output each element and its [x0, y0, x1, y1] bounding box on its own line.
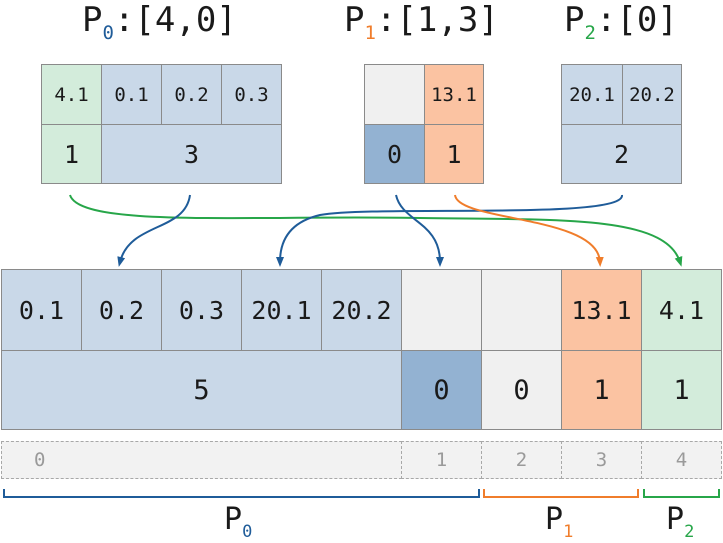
title-p1-list: :[1,3] [375, 0, 499, 40]
p1-value-cell [364, 64, 425, 125]
merged-count-cell: 1 [641, 350, 722, 430]
p0-count-cell: 3 [101, 124, 282, 184]
title-p2: P2:[0] [564, 0, 678, 53]
p0-value-cell: 4.1 [41, 64, 102, 125]
p1-count-cell: 1 [424, 124, 484, 184]
merged-count-cell: 0 [401, 350, 482, 430]
p2-count-cell: 2 [561, 124, 682, 184]
arrow-p2-green [69, 194, 683, 267]
index-cell: 4 [641, 441, 722, 479]
p2-value-cell: 20.2 [622, 64, 682, 125]
bottom-label-p1: P1 [545, 502, 573, 542]
merged-value-cell: 0.2 [81, 269, 162, 351]
bracket-p0 [3, 489, 480, 498]
bottom-label-p2-letter: P [666, 502, 685, 537]
arrow-p0-blue [117, 194, 191, 267]
merged-value-cell: 0.1 [1, 269, 82, 351]
title-p2-list: :[0] [595, 0, 678, 40]
title-p0-list: :[4,0] [113, 0, 237, 40]
title-p1-sub: 1 [364, 22, 376, 44]
merged-value-cell: 20.1 [241, 269, 322, 351]
title-p0-sub: 0 [102, 22, 114, 44]
merged-count-cell: 0 [481, 350, 562, 430]
index-cell: 2 [481, 441, 562, 479]
arrow-p1-orange [454, 194, 604, 267]
index-cell: 0 [1, 441, 402, 479]
merged-value-cell [401, 269, 482, 351]
p0-value-cell: 0.3 [221, 64, 282, 125]
p0-count-cell: 1 [41, 124, 102, 184]
bottom-label-p2-sub: 2 [684, 522, 695, 542]
bottom-label-p0: P0 [224, 502, 252, 542]
bottom-label-p1-letter: P [545, 502, 564, 537]
index-cell: 3 [561, 441, 642, 479]
title-p2-sub: 2 [584, 22, 596, 44]
merged-count-cell: 5 [1, 350, 402, 430]
bottom-label-p0-sub: 0 [242, 522, 253, 542]
p1-value-cell: 13.1 [424, 64, 484, 125]
bottom-label-p2: P2 [666, 502, 694, 542]
bottom-label-p1-sub: 1 [563, 522, 574, 542]
title-p2-letter: P [564, 0, 585, 40]
bottom-label-p0-letter: P [224, 502, 243, 537]
merged-value-cell: 4.1 [641, 269, 722, 351]
merged-value-cell: 13.1 [561, 269, 642, 351]
title-p0: P0:[4,0] [82, 0, 237, 53]
title-p0-letter: P [82, 0, 103, 40]
merged-value-cell: 0.3 [161, 269, 242, 351]
title-p1-letter: P [344, 0, 365, 40]
bracket-p1 [483, 489, 639, 498]
arrow-p1-blue [395, 194, 444, 267]
arrow-p2-blue [276, 194, 624, 267]
title-p1: P1:[1,3] [344, 0, 499, 53]
index-cell: 1 [401, 441, 482, 479]
bracket-p2 [643, 489, 720, 498]
